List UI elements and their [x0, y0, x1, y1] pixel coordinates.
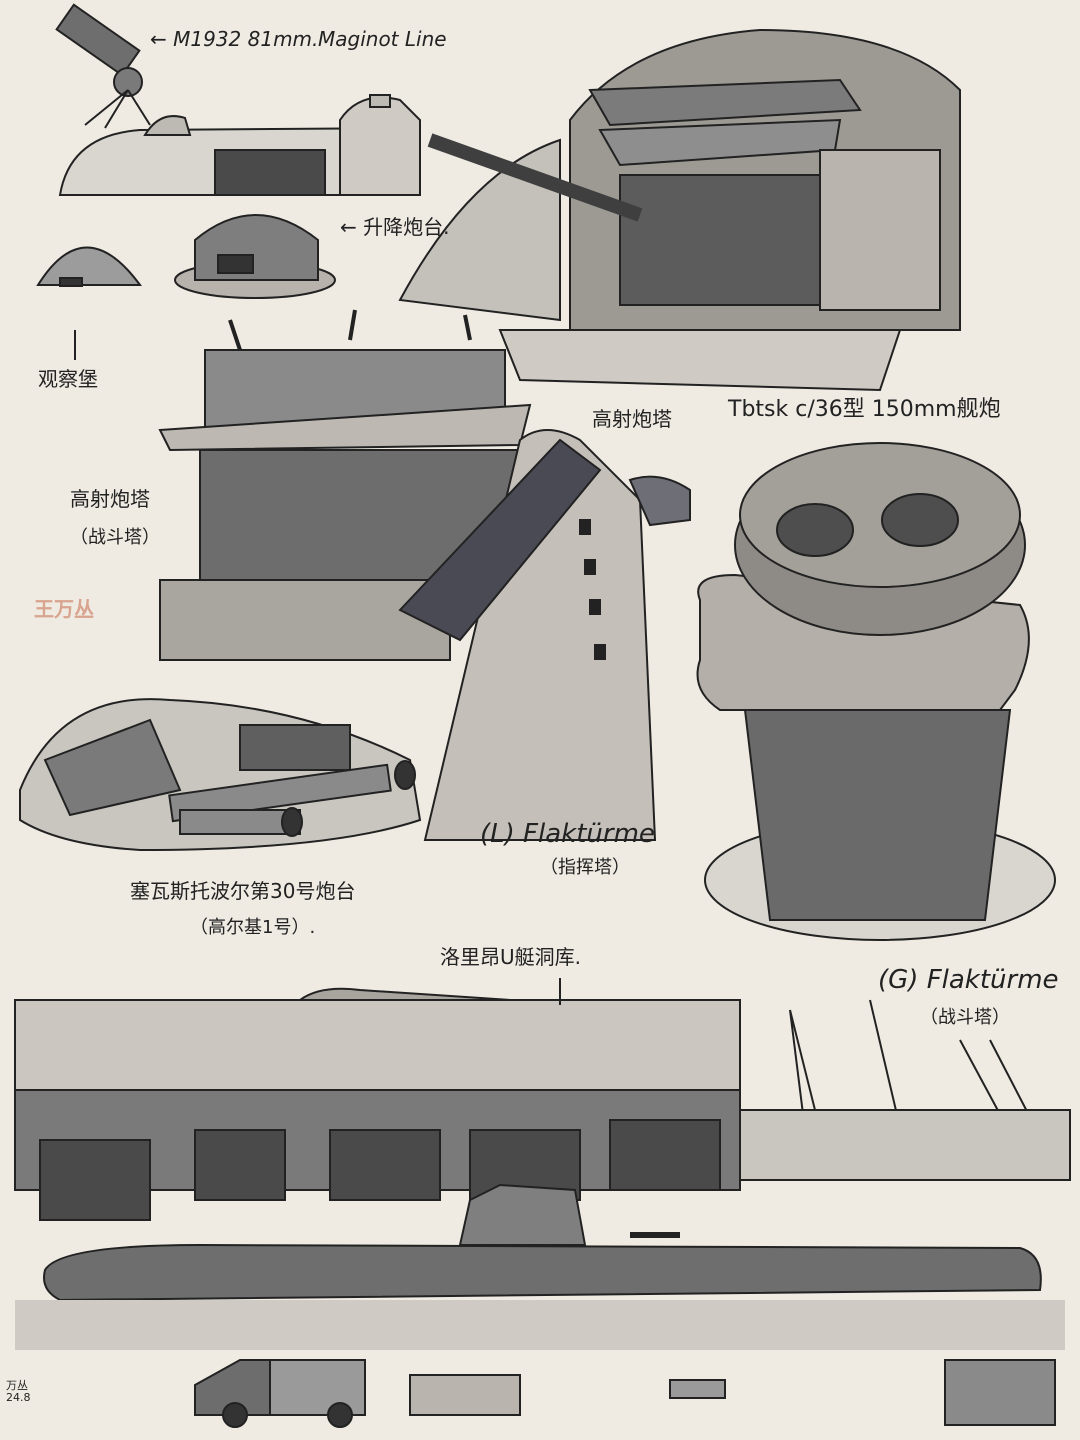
battery30-wreckage-drawing — [19, 698, 422, 852]
tbtsk-gun-turret-drawing — [398, 28, 961, 392]
g-flakturm-tower-drawing — [696, 442, 1056, 941]
label-g-flakturme-sub: （战斗塔） — [920, 1007, 1010, 1028]
label-maginot-line: Maginot Line — [318, 27, 447, 51]
label-g-flakturme: (G) Flaktürme — [878, 965, 1059, 995]
lift-turret-drawing — [174, 214, 336, 299]
label-battery30-sub: （高尔基1号）. — [190, 917, 316, 938]
label-lift-turret: ← 升降炮台. — [340, 215, 450, 239]
flak-tower-left-drawing — [158, 309, 532, 661]
uboat-pen-drawing — [14, 978, 741, 1221]
harbour-water — [15, 1300, 1065, 1350]
label-tbtsk-gun: Tbtsk c/36型 150mm舰炮 — [728, 397, 1001, 422]
label-battery30: 塞瓦斯托波尔第30号炮台 — [130, 879, 356, 903]
observation-bunker-drawing — [36, 246, 142, 360]
label-l-flakturme: (L) Flaktürme — [480, 819, 655, 849]
artist-signature: 万丛 24.8 — [6, 1379, 31, 1405]
l-flakturm-tower-drawing — [398, 429, 691, 841]
label-l-flakturme-sub: （指挥塔） — [540, 857, 630, 878]
harbour-cranes-drawing — [739, 999, 1071, 1181]
label-flak-tower-left-sub: （战斗塔） — [70, 527, 160, 548]
label-observation-bunker: 观察堡 — [38, 367, 98, 391]
label-flak-tower-top-right: 高射炮塔 — [592, 407, 672, 431]
m1932-mortar-drawing — [55, 3, 151, 129]
label-uboat-pen: 洛里昂U艇洞库. — [440, 945, 581, 969]
label-m1932: ← M1932 81mm. — [150, 27, 319, 51]
maginot-line-drawing — [58, 94, 421, 196]
label-flak-tower-left: 高射炮塔 — [70, 487, 150, 511]
submarine-drawing — [43, 1183, 1042, 1302]
artist-stamp: 王万丛 — [34, 597, 94, 621]
trucks-and-cargo-drawing — [194, 1359, 1056, 1428]
